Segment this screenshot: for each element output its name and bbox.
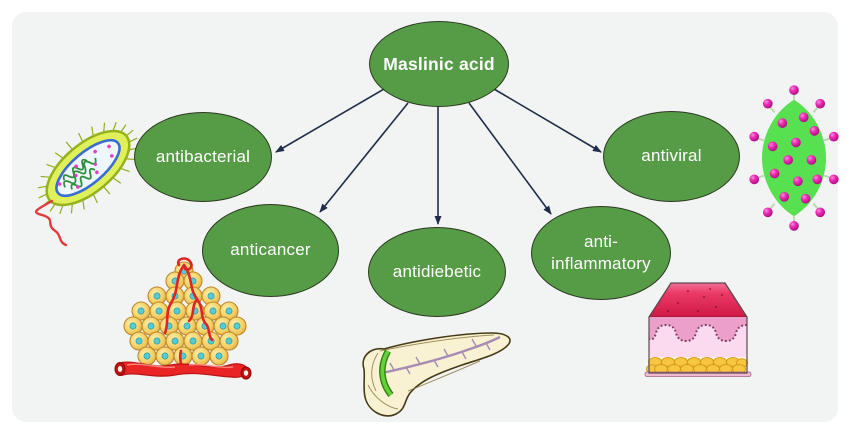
bacterium-membrane [55, 138, 121, 198]
node-maslinic-acid-label: Maslinic acid [383, 53, 495, 74]
arrow-to-antiinflammatory [468, 102, 552, 215]
arrow-to-antibacterial [275, 88, 385, 153]
node-antidiabetic-label: antidiebetic [392, 261, 482, 281]
pancreas-lobe-lines [367, 334, 495, 410]
node-antiinflammatory-label: anti-inflammatory [551, 231, 651, 273]
arrow-to-antiviral [493, 88, 602, 153]
pancreas-body [362, 332, 511, 417]
tumor-blood-vessel-branches [163, 257, 214, 367]
bacterium-nucleoid [62, 157, 97, 190]
node-antidiabetic: antidiebetic [368, 227, 506, 317]
arrow-to-anticancer [319, 102, 409, 213]
pancreas-bile-duct [379, 349, 394, 398]
pancreas-duct [381, 335, 501, 375]
bacterium-illustration [34, 121, 139, 247]
virus-capsomeres [767, 112, 823, 204]
skin-fat-cells [646, 357, 748, 374]
node-anticancer-label: anticancer [230, 240, 311, 260]
bacterium-flagellum [34, 199, 68, 247]
pancreas-illustration [362, 332, 511, 417]
virus-illustration [749, 85, 839, 231]
tumor-bottom-vessel [114, 361, 252, 380]
bacterium-pili [37, 121, 139, 215]
skin-epidermal-band [649, 317, 747, 341]
skin-outline [648, 282, 748, 374]
node-antiviral: antiviral [603, 111, 740, 202]
skin-basement-membrane [648, 323, 748, 343]
node-antibacterial: antibacterial [134, 112, 272, 202]
tumor-illustration [114, 257, 252, 380]
node-anticancer: anticancer [202, 204, 339, 297]
bacterium-granules [57, 144, 114, 189]
skin-illustration [644, 282, 752, 377]
virus-spike-knobs [749, 85, 839, 231]
virus-body [761, 99, 827, 217]
node-antibacterial-label: antibacterial [155, 146, 251, 166]
node-maslinic-acid: Maslinic acid [369, 21, 509, 107]
node-antiinflammatory: anti-inflammatory [531, 206, 671, 300]
virus-spikes [755, 92, 833, 224]
skin-specks [667, 288, 723, 312]
arrows [275, 88, 602, 225]
node-antiviral-label: antiviral [641, 146, 702, 166]
